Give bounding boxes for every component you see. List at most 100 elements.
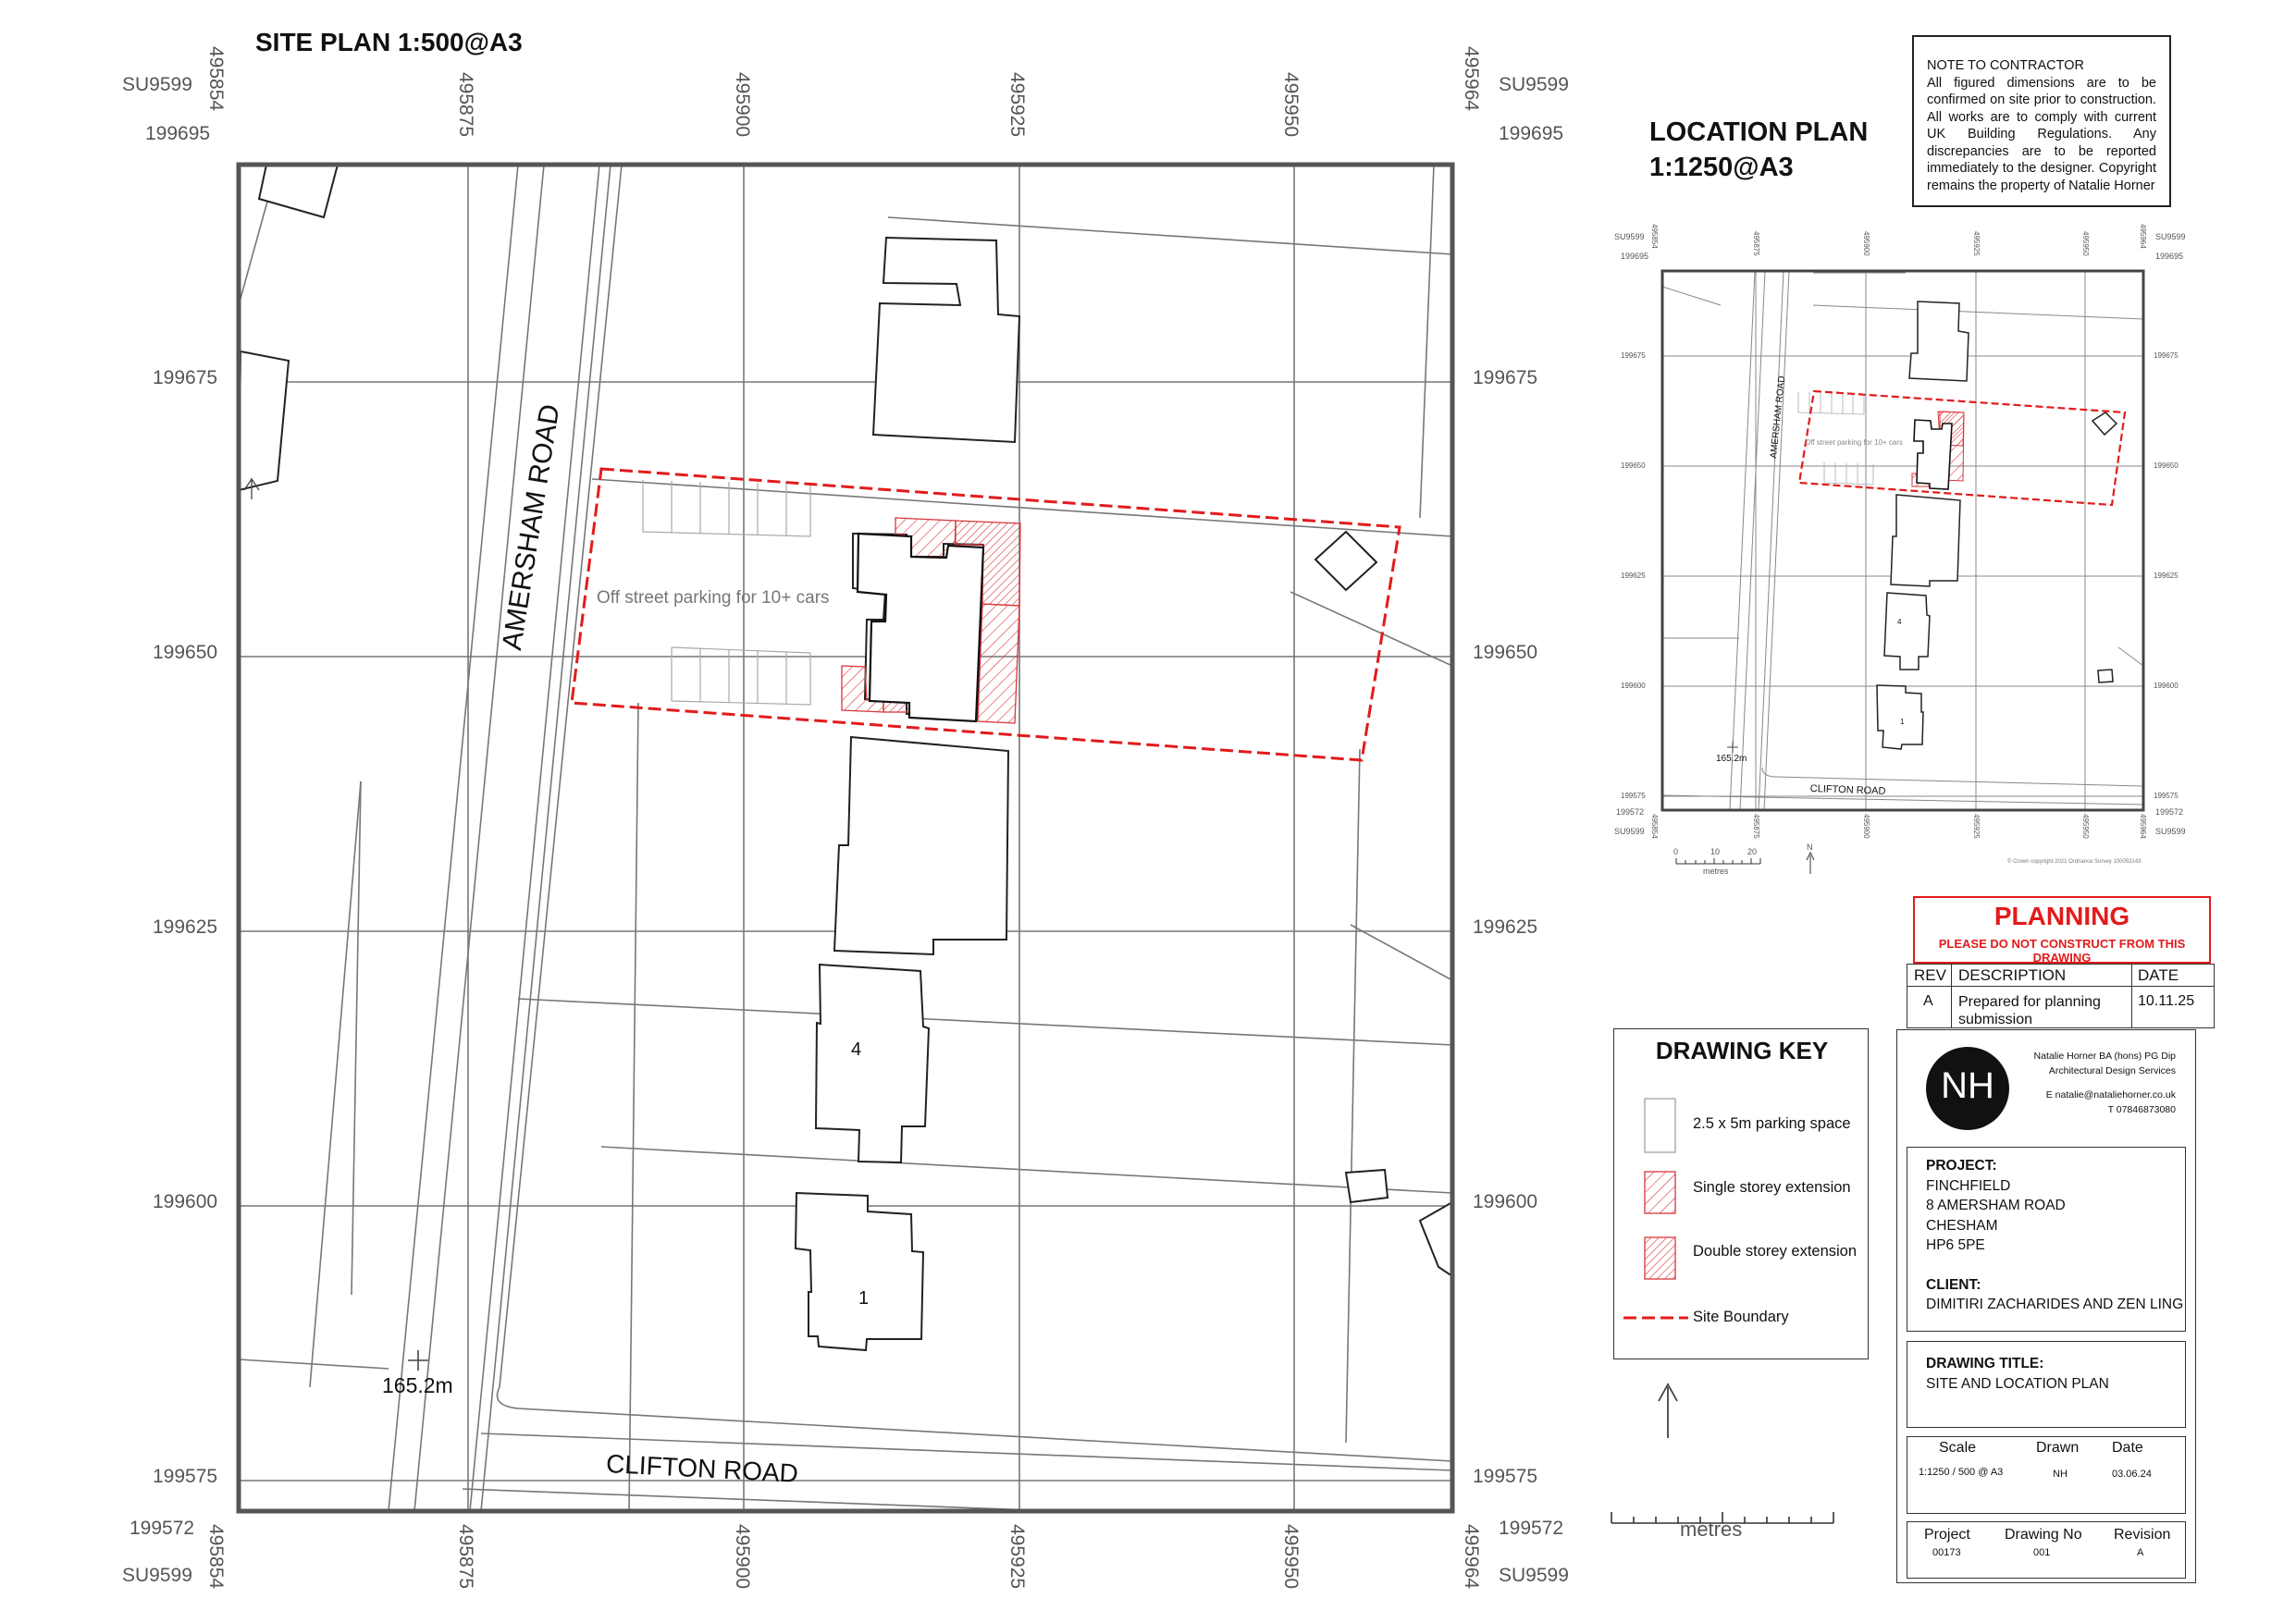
rev-col-date: DATE <box>2138 966 2179 984</box>
loc-parking-label: Off street parking for 10+ cars <box>1805 438 1903 447</box>
rev-row-rev: A <box>1923 993 1933 1009</box>
location-scale-bar <box>1675 858 1761 865</box>
contractor-note: NOTE TO CONTRACTOR All figured dimension… <box>1912 35 2171 207</box>
loc-northing-l1: 199650 <box>1621 461 1646 470</box>
loc-grid-ref-br: SU9599 <box>2155 827 2186 836</box>
project-line-2: CHESHAM <box>1926 1217 1998 1234</box>
loc-northing-l2: 199625 <box>1621 572 1646 580</box>
loc-northing-r0: 199675 <box>2154 351 2179 360</box>
loc-spot-height: 165.2m <box>1716 754 1747 764</box>
planning-title: PLANNING <box>1994 902 2130 930</box>
drawing-title-info: DRAWING TITLE: SITE AND LOCATION PLAN <box>1926 1354 2109 1394</box>
spot-height-label: 165.2m <box>382 1373 453 1397</box>
loc-northing-tl: 199695 <box>1621 252 1649 261</box>
location-frame <box>1660 269 2145 812</box>
northing-left-3: 199600 <box>153 1191 218 1212</box>
drawn-heading: Drawn <box>2036 1440 2080 1456</box>
loc-scale-20: 20 <box>1747 847 1758 856</box>
loc-grid-ref-bl: SU9599 <box>1614 827 1645 836</box>
loc-northing-r2: 199625 <box>2154 572 2179 580</box>
subject-house <box>856 532 985 723</box>
location-plan-title: LOCATION PLAN 1:1250@A3 <box>1649 115 1868 185</box>
loc-house-1: 1 <box>1900 718 1905 726</box>
project-line-1: 8 AMERSHAM ROAD <box>1926 1198 2066 1213</box>
scale-value: 1:1250 / 500 @ A3 <box>1919 1467 2004 1478</box>
loc-easting-t1: 495900 <box>1862 231 1870 256</box>
loc-northing-l4: 199575 <box>1621 792 1646 800</box>
scale-box <box>1907 1436 2186 1514</box>
loc-north-letter: N <box>1807 842 1813 852</box>
key-double-storey: Double storey extension <box>1693 1243 1858 1260</box>
loc-northing-l0: 199675 <box>1621 351 1646 360</box>
nh-logo-circle <box>1926 1047 2009 1130</box>
loc-easting-b0: 495875 <box>1752 814 1760 839</box>
rev-row-description: Prepared for planning submission <box>1958 994 2101 1027</box>
loc-grid-ref-tr: SU9599 <box>2155 232 2186 241</box>
designer-line1: Natalie Horner BA (hons) PG Dip <box>2033 1051 2176 1062</box>
drawing-title-label: DRAWING TITLE: <box>1926 1356 2044 1371</box>
note-body: All figured dimensions are to be confirm… <box>1927 75 2156 193</box>
location-title-line1: LOCATION PLAN <box>1649 117 1869 147</box>
northing-right-0: 199675 <box>1473 367 1538 388</box>
loc-easting-b2: 495925 <box>1972 814 1981 839</box>
loc-easting-br: 495964 <box>2139 814 2147 839</box>
project-line-3: HP6 5PE <box>1926 1237 1985 1253</box>
planning-subtitle: PLEASE DO NOT CONSTRUCT FROM THIS DRAWIN… <box>1938 937 2186 965</box>
loc-easting-t3: 495950 <box>2081 231 2090 256</box>
date-heading: Date <box>2112 1440 2143 1456</box>
nh-logo: NH <box>1941 1065 1994 1106</box>
rev-divider-2 <box>2131 964 2132 1028</box>
drawing-no-heading: Drawing No <box>2005 1527 2082 1543</box>
northing-right-1: 199650 <box>1473 642 1538 663</box>
project-no-value: 00173 <box>1932 1547 1961 1558</box>
grid-ref-tr: SU9599 <box>1499 74 1569 95</box>
designer-spacer <box>2026 1078 2176 1088</box>
key-site-boundary: Site Boundary <box>1693 1309 1789 1325</box>
rev-data-row <box>1907 986 2215 1028</box>
main-scale-bar <box>1611 1512 1834 1524</box>
loc-northing-tr: 199695 <box>2155 252 2184 261</box>
loc-scale-0: 0 <box>1673 847 1679 856</box>
loc-northing-r4: 199575 <box>2154 792 2179 800</box>
drawing-no-value: 001 <box>2033 1547 2051 1558</box>
north-arrow <box>1658 1383 1678 1438</box>
loc-scale-unit: metres <box>1703 867 1729 876</box>
northing-bottom-right: 199572 <box>1499 1518 1564 1539</box>
drawing-key: DRAWING KEY <box>1613 1028 1869 1359</box>
site-plan-title: SITE PLAN 1:500@A3 <box>255 28 523 56</box>
project-no-heading: Project <box>1924 1527 1970 1543</box>
grid-ref-bl: SU9599 <box>122 1565 192 1586</box>
date-value: 03.06.24 <box>2112 1469 2152 1480</box>
site-frame <box>236 162 1455 1514</box>
grid-ref-tl: SU9599 <box>122 74 192 95</box>
loc-scale-10: 10 <box>1710 847 1721 856</box>
rev-header-row <box>1907 964 2215 987</box>
scale-heading: Scale <box>1939 1440 1977 1456</box>
loc-easting-b3: 495950 <box>2081 814 2090 839</box>
loc-easting-b1: 495900 <box>1862 814 1870 839</box>
house-4-label: 4 <box>851 1039 862 1060</box>
location-title-line2: 1:1250@A3 <box>1649 153 1794 182</box>
drawing-title-box <box>1907 1341 2186 1428</box>
location-north-arrow <box>1806 851 1815 874</box>
northing-top-left: 199695 <box>145 123 211 144</box>
drawing-title-value: SITE AND LOCATION PLAN <box>1926 1375 2109 1392</box>
loc-grid-ref-tl: SU9599 <box>1614 232 1645 241</box>
drawn-value: NH <box>2053 1469 2068 1480</box>
planning-banner: PLANNING PLEASE DO NOT CONSTRUCT FROM TH… <box>1913 896 2211 965</box>
revision-heading: Revision <box>2114 1527 2171 1543</box>
northing-left-0: 199675 <box>153 367 218 388</box>
loc-easting-tl: 495854 <box>1650 224 1659 249</box>
northing-left-2: 199625 <box>153 916 218 938</box>
northing-left-1: 199650 <box>153 642 218 663</box>
designer-email: E natalie@nataliehorner.co.uk <box>2045 1089 2176 1100</box>
loc-easting-t0: 495875 <box>1752 231 1760 256</box>
house-1-label: 1 <box>858 1288 870 1309</box>
loc-northing-bl: 199572 <box>1616 807 1645 817</box>
project-line-0: FINCHFIELD <box>1926 1177 2011 1194</box>
northing-right-2: 199625 <box>1473 916 1538 938</box>
rev-row-date: 10.11.25 <box>2138 993 2195 1009</box>
key-symbols <box>1623 1098 1688 1320</box>
loc-northing-r1: 199650 <box>2154 461 2179 470</box>
